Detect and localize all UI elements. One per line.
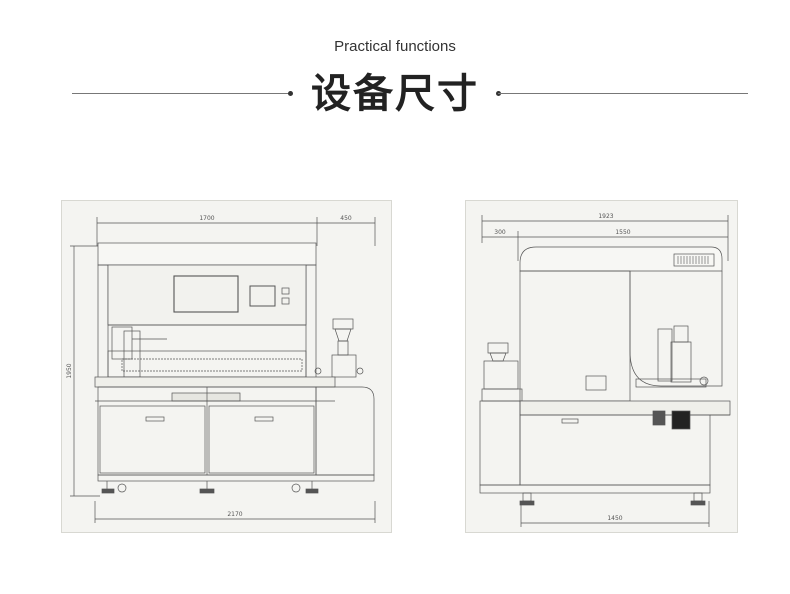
front-dim-main-label: 1700 <box>199 215 214 222</box>
side-hood <box>519 246 723 272</box>
title-dot-left <box>288 91 293 96</box>
front-dim-total-label: 2170 <box>227 511 242 518</box>
title-rule-left <box>72 93 290 94</box>
front-dim-side-label: 450 <box>340 215 352 222</box>
side-dim-left-label: 300 <box>494 229 506 236</box>
control-screen <box>249 285 276 307</box>
title-rule-right <box>498 93 748 94</box>
side-view-drawing: 1923 300 1550 1450 <box>465 200 738 533</box>
front-view-drawing: 1700 450 2170 1950 <box>61 200 392 533</box>
side-dim-right-label: 1550 <box>615 229 630 236</box>
section-subtitle: Practical functions <box>334 38 456 55</box>
side-door-panel <box>585 375 607 391</box>
front-view-svg: 1700 450 2170 1950 <box>66 215 376 523</box>
side-view-svg: 1923 300 1550 1450 <box>479 213 731 527</box>
side-dim-total-label: 1923 <box>598 213 613 220</box>
side-dim-base-label: 1450 <box>607 515 622 522</box>
top-beam <box>97 242 317 266</box>
section-header: 设备尺寸 <box>0 66 790 122</box>
page-title: 设备尺寸 <box>311 71 479 117</box>
display-screen <box>173 275 239 313</box>
front-dim-height-label: 1950 <box>66 363 73 378</box>
